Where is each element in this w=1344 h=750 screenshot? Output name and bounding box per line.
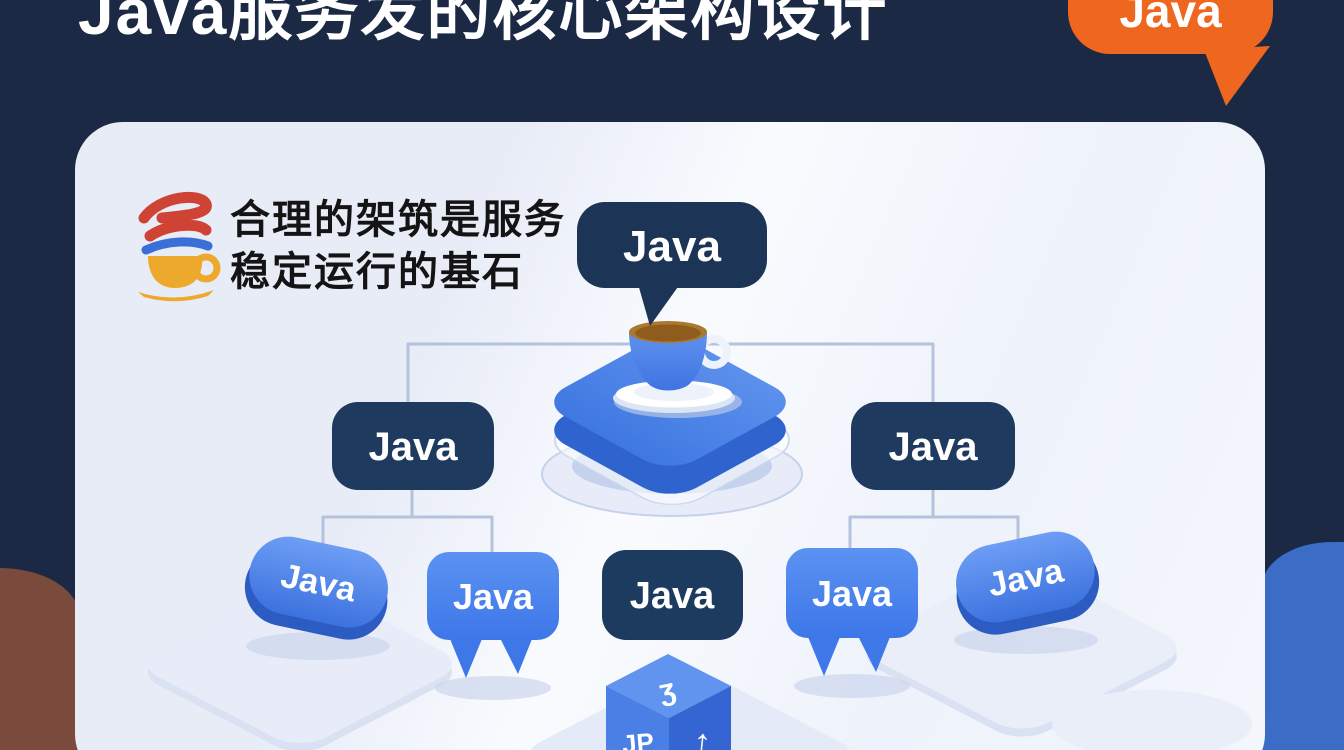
background-shape-blue [1262, 542, 1344, 750]
java-badge: Java [1068, 0, 1273, 54]
content-card: 合理的架筑是服务 稳定运行的基石 [75, 122, 1265, 750]
java-badge-label: Java [1119, 0, 1222, 37]
intro-line-1: 合理的架筑是服务 [230, 198, 566, 242]
page-title: Java服务发的核心架构设计 [78, 0, 889, 48]
java-badge-tail [1204, 46, 1270, 106]
java-logo-icon [138, 191, 221, 302]
background-shape-brown [0, 568, 80, 750]
intro-line-2: 稳定运行的基石 [230, 250, 524, 294]
